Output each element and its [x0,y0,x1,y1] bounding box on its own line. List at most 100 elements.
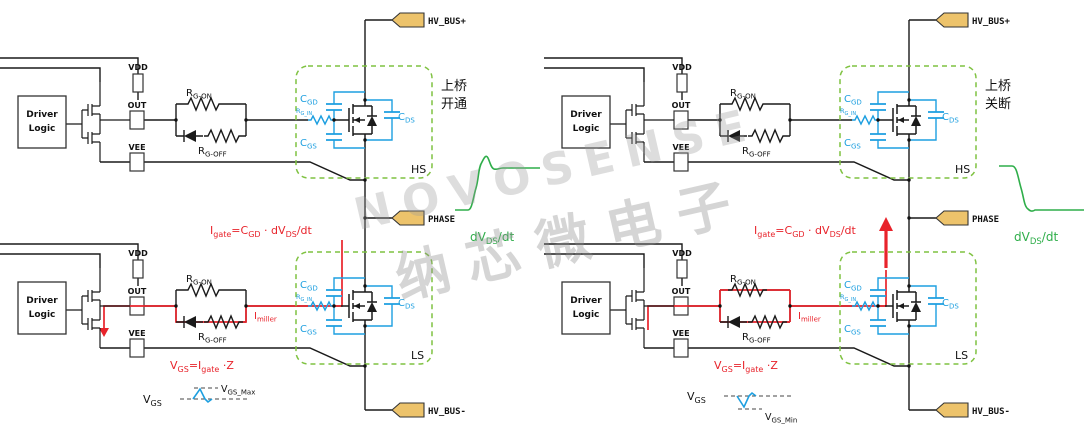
rg-off-resistor [203,129,244,143]
pin-box-vee [673,152,689,172]
hv-bus-minus-label: HV_BUS- [428,407,466,417]
phase-flag-icon [935,210,969,226]
cds-label: CDS [942,112,959,125]
ls-tag: LS [955,349,968,362]
rg-on-label: RG-ON [186,274,212,287]
mode-title-line2: 开通 [441,97,467,112]
driver-pins-hs [129,73,145,172]
dvdt-label: dVDS/dt [470,230,514,247]
mode-title-line1: 上桥 [441,79,467,94]
pin-box-vee [129,338,145,358]
pin-label-vee: VEE [672,143,689,152]
cgd-label: CGD [300,280,318,293]
rg-in-label: RG_IN [840,107,856,117]
dvdt-waveform: dVDS/dt [999,165,1084,247]
pin-label-vee: VEE [128,143,145,152]
driver-logic-box [561,281,611,335]
cgs-label: CGS [300,138,317,151]
cgs-label: CGS [844,324,861,337]
cgs-label: CGS [844,138,861,151]
pin-box-vdd [676,73,688,93]
rg-off-diode [719,129,748,143]
phase-label: PHASE [428,215,455,225]
cgs-capacitor [325,133,343,141]
cgd-capacitor [869,289,887,297]
driver-logic-label: Driver [570,110,602,120]
pin-box-vdd [132,73,144,93]
driver-block-ls: Driver Logic [561,281,611,335]
pin-label-vee: VEE [672,329,689,338]
ls-fet-model-box [839,251,977,365]
driver-logic-label: Logic [573,310,600,320]
pin-label-vdd: VDD [128,63,148,72]
cgd-label: CGD [300,94,318,107]
ls-fet-model-box [295,251,433,365]
hs-tag: HS [411,163,426,176]
vgs-spike-trace [192,387,213,404]
pin-label-out: OUT [128,101,147,110]
cgd-capacitor [325,103,343,111]
phase-flag-icon [391,210,425,226]
driver-pins-ls [673,259,689,358]
hs-parasitics [852,91,937,149]
driver-logic-box [561,95,611,149]
rg-off-label: RG-OFF [198,332,227,345]
hv-bus-minus-flag-icon [935,402,969,418]
driver-block-hs: Driver Logic [17,95,67,149]
pin-label-vdd: VDD [128,249,148,258]
rg-off-label: RG-OFF [742,332,771,345]
pin-box-vee [673,338,689,358]
pin-box-vdd [132,259,144,279]
pin-box-vdd [676,259,688,279]
hs-fet-model-box [295,65,433,179]
dvdt-trace [455,155,540,211]
ls-parasitics [308,277,393,335]
vgs-limit-label: VGS_Min [765,412,797,425]
current-arrow-up-icon [879,217,893,231]
junction-dots [718,98,911,368]
vgs-limit-label: VGS_Max [221,384,255,397]
panel-hs-turn-off: Driver Logic Driver Logic VDD OUT VEE VD… [544,12,1084,425]
phase-label: PHASE [972,215,999,225]
driver-output-stage [65,81,131,163]
driver-output-stage [609,267,675,349]
driver-logic-label: Logic [573,124,600,134]
vgs-axis-label: VGS [143,393,162,408]
pin-box-out [129,110,145,130]
cgd-capacitor [869,103,887,111]
hv-bus-plus-flag-icon [935,12,969,28]
pin-label-out: OUT [128,287,147,296]
mode-title-line2: 关断 [985,97,1011,112]
driver-logic-label: Logic [29,124,56,134]
driver-logic-label: Driver [26,110,58,120]
rg-on-label: RG-ON [730,274,756,287]
cds-label: CDS [398,112,415,125]
hs-fet-model-box [839,65,977,179]
vgs-axis-label: VGS [687,390,706,405]
driver-logic-label: Logic [29,310,56,320]
rg-on-label: RG-ON [186,88,212,101]
hv-bus-minus-flag-icon [391,402,425,418]
vgs-waveform: VGS VGS_Min [687,390,797,425]
ls-tag: LS [411,349,424,362]
pin-label-vdd: VDD [672,249,692,258]
rg-on-label: RG-ON [730,88,756,101]
vgs-waveform: VGS VGS_Max [143,384,255,408]
junction-dots [174,98,367,368]
vgs-equation: VGS=Igate ·Z [170,359,234,374]
cds-label: CDS [398,298,415,311]
cds-label: CDS [942,298,959,311]
igate-equation: Igate=CGD · dVDS/dt [210,224,313,239]
driver-pins-hs [673,73,689,172]
rg-off-diode [719,315,748,329]
pin-box-out [673,110,689,130]
dvdt-trace [999,165,1084,212]
driver-pins-ls [129,259,145,358]
driver-logic-label: Driver [570,296,602,306]
vgs-reference-lines [724,395,794,410]
hv-bus-minus-label: HV_BUS- [972,407,1010,417]
vgs-spike-trace [736,391,757,409]
wiring-hs-section [0,19,392,411]
hv-bus-plus-label: HV_BUS+ [428,17,467,27]
